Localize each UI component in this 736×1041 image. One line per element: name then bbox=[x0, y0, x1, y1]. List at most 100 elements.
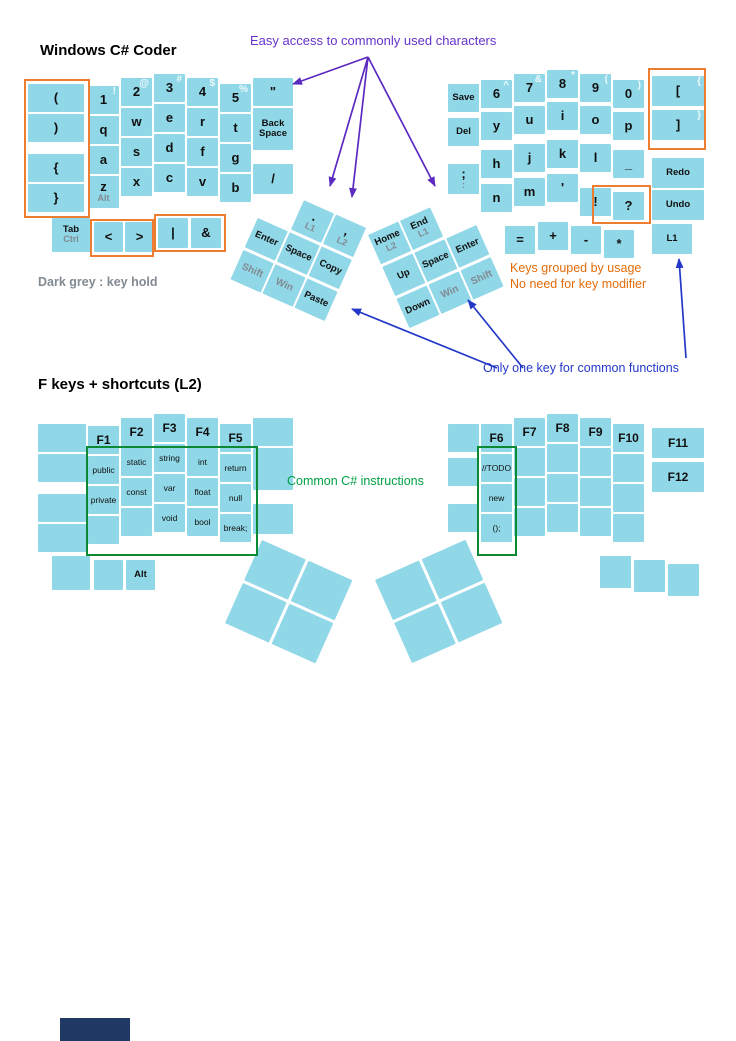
key-static: static bbox=[121, 448, 152, 476]
key-del: Del bbox=[448, 118, 479, 146]
key-3: 3# bbox=[154, 74, 185, 102]
key-f3: F3 bbox=[154, 414, 185, 442]
key-d: d bbox=[154, 134, 185, 162]
key-null: null bbox=[220, 484, 251, 512]
key-n: n bbox=[481, 184, 512, 212]
key-redo: Redo bbox=[652, 158, 704, 188]
orange-highlight-box bbox=[24, 79, 90, 218]
orange-highlight-box bbox=[592, 185, 651, 224]
key-f8: F8 bbox=[547, 414, 578, 442]
key-f10: F10 bbox=[613, 424, 644, 452]
key-: (); bbox=[481, 514, 512, 542]
key-u: u bbox=[514, 106, 545, 134]
key-f12: F12 bbox=[652, 462, 704, 492]
key-: _ bbox=[613, 150, 644, 178]
key-blank bbox=[580, 508, 611, 536]
key-y: y bbox=[481, 112, 512, 140]
key-: > bbox=[125, 222, 154, 252]
key-f7: F7 bbox=[514, 418, 545, 446]
key-blank bbox=[253, 448, 293, 490]
key-blank bbox=[38, 524, 86, 552]
key-todo: //TODO bbox=[481, 454, 512, 482]
key-0: 0) bbox=[613, 80, 644, 108]
key-: | bbox=[158, 218, 188, 248]
key-blank bbox=[514, 478, 545, 506]
key-var: var bbox=[154, 474, 185, 502]
key-4: 4$ bbox=[187, 78, 218, 106]
layout1-title: Windows C# Coder bbox=[40, 42, 177, 59]
key-f2: F2 bbox=[121, 418, 152, 446]
key-const: const bbox=[121, 478, 152, 506]
key-f11: F11 bbox=[652, 428, 704, 458]
grouped-annotation-line2: No need for key modifier bbox=[510, 277, 647, 291]
key-f: f bbox=[187, 138, 218, 166]
key-: ' bbox=[547, 174, 578, 202]
key-: " bbox=[253, 78, 293, 106]
key-i: i bbox=[547, 102, 578, 130]
key-blank bbox=[634, 560, 665, 592]
key-: ? bbox=[613, 192, 644, 220]
orange-highlight-box bbox=[90, 219, 154, 257]
key-x: x bbox=[121, 168, 152, 196]
key-: & bbox=[191, 218, 221, 248]
key-: * bbox=[604, 230, 634, 258]
annotation-arrow bbox=[367, 56, 436, 187]
key-: < bbox=[94, 222, 123, 252]
footer-bar bbox=[60, 1018, 130, 1041]
key-string: string bbox=[154, 444, 185, 472]
key-: } bbox=[28, 184, 84, 212]
key-: = bbox=[505, 226, 535, 254]
key-blank bbox=[253, 504, 293, 534]
key-blank bbox=[38, 424, 86, 452]
csharp-annotation: Common C# instructions bbox=[287, 474, 424, 488]
key-: { bbox=[28, 154, 84, 182]
key-break: break; bbox=[220, 514, 251, 542]
key-v: v bbox=[187, 168, 218, 196]
key-m: m bbox=[514, 178, 545, 206]
key-void: void bbox=[154, 504, 185, 532]
key-private: private bbox=[88, 486, 119, 514]
key-t: t bbox=[220, 114, 251, 142]
key-e: e bbox=[154, 104, 185, 132]
key-f1: F1 bbox=[88, 426, 119, 454]
key-c: c bbox=[154, 164, 185, 192]
key-blank bbox=[448, 504, 479, 532]
key-blank bbox=[38, 454, 86, 482]
key-blank bbox=[514, 508, 545, 536]
key-blank bbox=[38, 494, 86, 522]
key-blank bbox=[580, 448, 611, 476]
key-blank bbox=[547, 474, 578, 502]
key-blank bbox=[547, 444, 578, 472]
annotation-arrow bbox=[328, 56, 369, 187]
key-5: 5% bbox=[220, 84, 251, 112]
key-f9: F9 bbox=[580, 418, 611, 446]
key-blank bbox=[547, 504, 578, 532]
key-public: public bbox=[88, 456, 119, 484]
key-b: b bbox=[220, 174, 251, 202]
key-h: h bbox=[481, 150, 512, 178]
green-highlight-box bbox=[86, 446, 258, 556]
key-o: o bbox=[580, 106, 611, 134]
key-: ! bbox=[580, 188, 611, 216]
key-8: 8* bbox=[547, 70, 578, 98]
orange-highlight-box bbox=[648, 68, 706, 150]
key-return: return bbox=[220, 454, 251, 482]
layout2-title: F keys + shortcuts (L2) bbox=[38, 376, 202, 393]
dark-grey-annotation: Dark grey : key hold bbox=[38, 275, 158, 289]
key-1: 1! bbox=[88, 86, 119, 114]
key-: [{ bbox=[652, 76, 704, 106]
key-: / bbox=[253, 164, 293, 194]
key-blank bbox=[613, 454, 644, 482]
key-: ( bbox=[28, 84, 84, 112]
annotation-arrow bbox=[349, 56, 369, 198]
key-w: w bbox=[121, 108, 152, 136]
key-new: new bbox=[481, 484, 512, 512]
key-g: g bbox=[220, 144, 251, 172]
key-blank bbox=[668, 564, 699, 596]
key-int: int bbox=[187, 448, 218, 476]
key-j: j bbox=[514, 144, 545, 172]
key-9: 9( bbox=[580, 74, 611, 102]
